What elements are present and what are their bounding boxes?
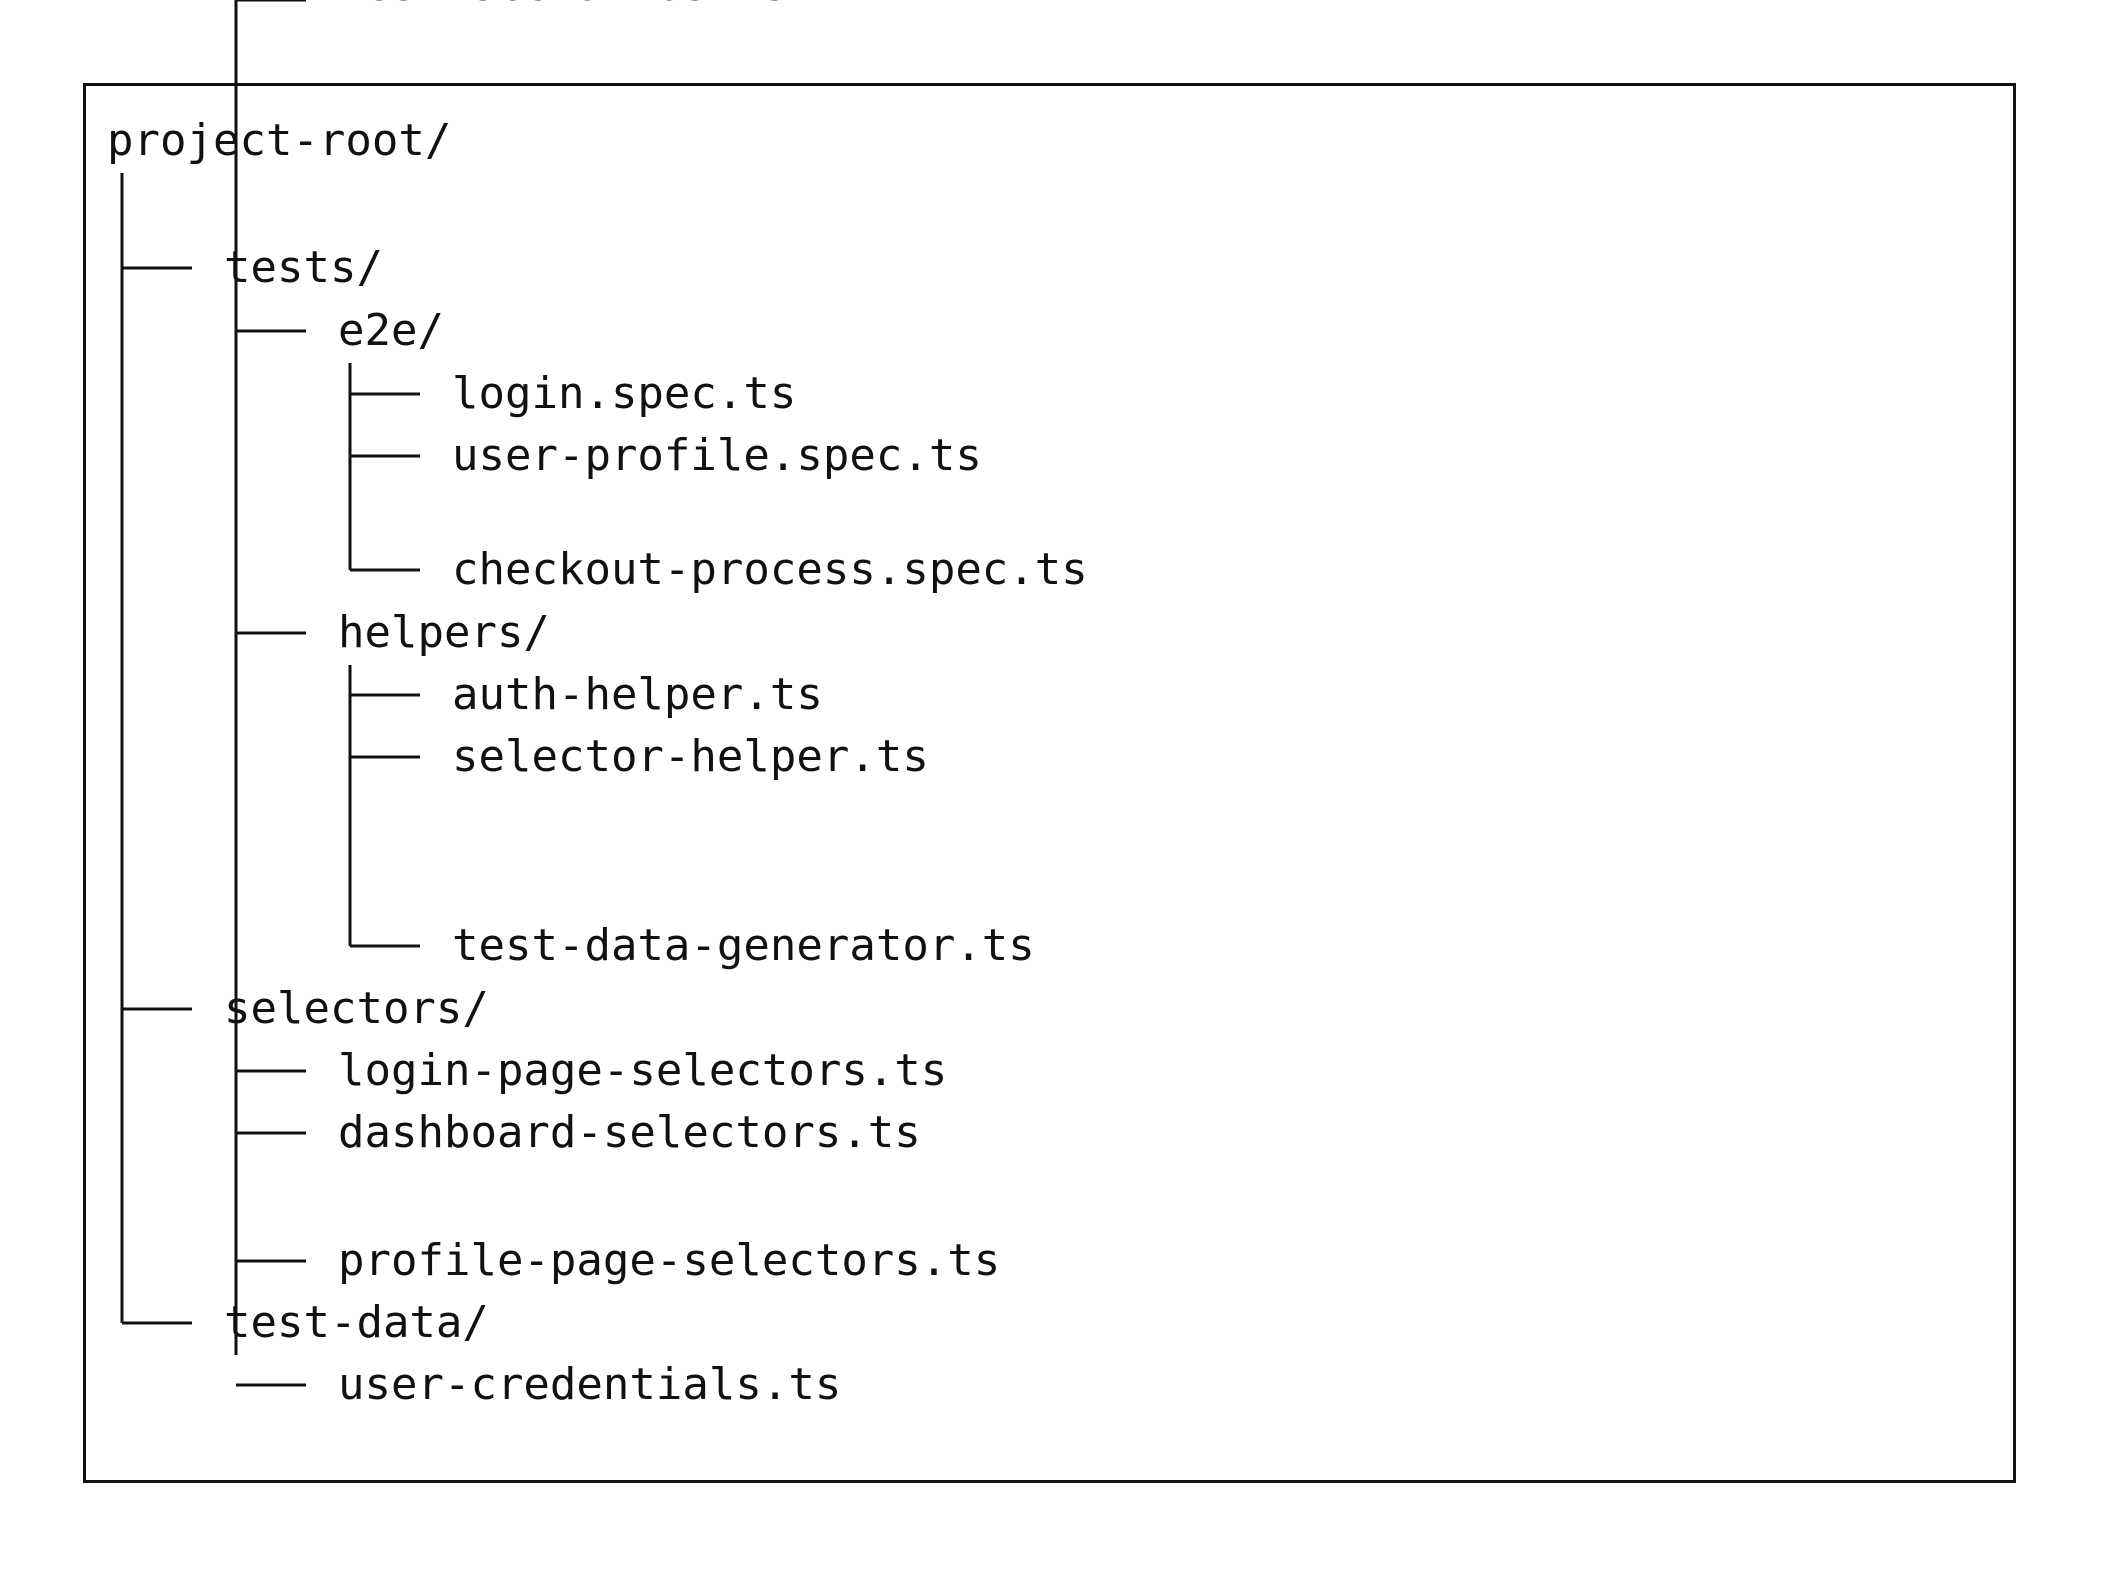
tree-file-label: dashboard-selectors.ts — [338, 1107, 921, 1158]
tree-folder-label: e2e/ — [338, 305, 444, 356]
tree-folder-label: helpers/ — [338, 607, 550, 658]
tree-file-label: checkout-process.spec.ts — [452, 544, 1088, 595]
tree-file-label: user-profile.spec.ts — [452, 430, 982, 481]
tree-file-label: login-page-selectors.ts — [338, 1045, 947, 1096]
tree-file-label: user-credentials.ts — [338, 1359, 841, 1410]
tree-file-label: test-data-generator.ts — [452, 920, 1035, 971]
directory-tree-frame — [83, 83, 2016, 1483]
tree-file-label: profile-page-selectors.ts — [338, 1235, 1000, 1286]
tree-folder-label: project-root/ — [107, 115, 451, 166]
tree-folder-label: tests/ — [224, 242, 383, 293]
tree-file-label: auth-helper.ts — [452, 669, 823, 720]
tree-folder-label: test-data/ — [224, 1297, 489, 1348]
tree-file-label: selector-helper.ts — [452, 731, 929, 782]
tree-file-label: login.spec.ts — [452, 368, 796, 419]
tree-folder-label: selectors/ — [224, 983, 489, 1034]
tree-file-label: test-scenarios.ts — [338, 0, 788, 11]
